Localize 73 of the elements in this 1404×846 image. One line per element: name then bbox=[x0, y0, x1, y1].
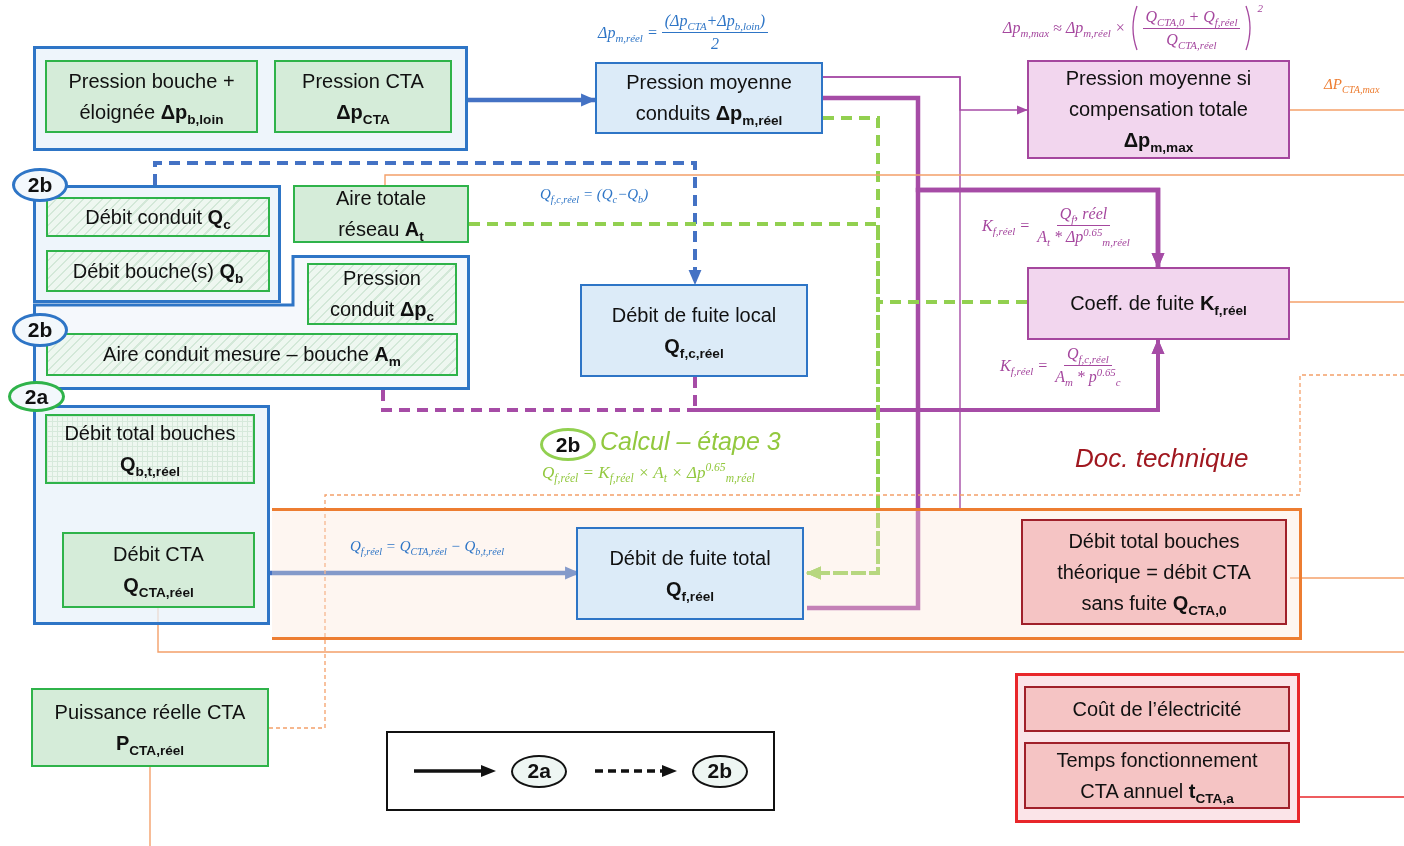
box-label: Débit de fuite total Q$_{f,réel}$ bbox=[608, 545, 772, 605]
box-label: Débit bouche(s) Q$_{b}$ bbox=[72, 258, 244, 287]
measured-input-box bbox=[46, 250, 270, 292]
box-label: Débit total bouches Q$_{b,t,réel}$ bbox=[63, 421, 237, 480]
input-box bbox=[45, 60, 258, 133]
measured-input-box bbox=[46, 197, 270, 237]
data-box bbox=[1024, 686, 1290, 732]
formula-numerator: Q$_{f,c,réel}$ bbox=[1064, 345, 1112, 366]
box-label: Coût de l’électricité bbox=[1072, 696, 1242, 722]
calculation-box bbox=[595, 62, 823, 134]
arrow bbox=[153, 161, 702, 286]
formula-text: Δp$_{m,max}$ ≈ Δp$_{m,réel}$ × bbox=[1003, 19, 1126, 37]
arrow bbox=[693, 338, 1165, 412]
arrow bbox=[468, 93, 597, 107]
step-badge: 2b bbox=[540, 428, 596, 461]
connector-line bbox=[822, 76, 961, 509]
connector-line bbox=[1289, 301, 1404, 303]
formula-text: Δp$_{m,réel}$ = bbox=[598, 23, 658, 42]
note-text: Doc. technique bbox=[1075, 443, 1249, 474]
step-badge: 2a bbox=[8, 381, 65, 412]
formula-denominator: Q$_{CTA,réel}$ bbox=[1165, 29, 1218, 49]
box-label: Débit de fuite local Q$_{f,c,réel}$ bbox=[610, 302, 778, 362]
result-box bbox=[1027, 60, 1290, 159]
arrow bbox=[807, 187, 1165, 611]
box-label: Pression conduit Δp$_{c}$ bbox=[328, 266, 436, 325]
calculation-box bbox=[580, 284, 808, 377]
box-label: Pression moyenne conduits Δp$_{m,réel}$ bbox=[625, 70, 793, 129]
input-box bbox=[31, 688, 269, 767]
connector-line bbox=[384, 174, 1404, 186]
connector-line bbox=[1289, 109, 1404, 111]
formula-exponent: 2 bbox=[1257, 2, 1263, 14]
edge-label: ΔP$_{CTA,max}$ bbox=[1322, 76, 1382, 93]
input-box bbox=[274, 60, 452, 133]
box-label: Aire totale réseau A$_{t}$ bbox=[334, 186, 428, 245]
box-label: Aire conduit mesure – bouche A$_{m}$ bbox=[103, 342, 401, 370]
box-label: Pression CTA Δp$_{CTA}$ bbox=[301, 68, 425, 128]
input-box bbox=[293, 185, 469, 243]
box-label: Puissance réelle CTA P$_{CTA,réel}$ bbox=[53, 699, 247, 759]
edge-label: Q$_{f,réel}$ = Q$_{CTA,réel}$ − Q$_{b,t,réel}$ bbox=[349, 538, 506, 555]
input-box bbox=[62, 532, 255, 608]
step-badge: 2b bbox=[12, 313, 68, 347]
box-label: Temps fonctionnement CTA annuel t$_{CTA,a}$ bbox=[1055, 747, 1259, 807]
measured-input-box bbox=[307, 263, 457, 325]
data-box bbox=[1024, 742, 1290, 809]
box-label: Pression bouche + éloignée Δp$_{b,loin}$ bbox=[67, 68, 236, 128]
arrow bbox=[805, 300, 1027, 580]
data-box bbox=[1021, 519, 1287, 625]
formula-text: K$_{f,réel}$ = bbox=[1000, 356, 1049, 375]
step-heading: Calcul – étape 3 bbox=[600, 427, 781, 456]
formula-numerator: Q$_{f}$, réel bbox=[1056, 205, 1111, 226]
box-label: Débit CTA Q$_{CTA,réel}$ bbox=[112, 542, 205, 601]
connector-line bbox=[1289, 577, 1404, 579]
connector-line bbox=[149, 766, 151, 846]
group-box bbox=[1015, 673, 1300, 823]
connector-line bbox=[268, 374, 1404, 729]
legend-label: 2b bbox=[691, 754, 748, 788]
calculation-box bbox=[576, 527, 804, 620]
box-label: Débit total bouches théorique = débit CTA sans fuite Q$_{CTA,0}$ bbox=[1056, 528, 1252, 619]
formula-text: K$_{f,réel}$ = bbox=[982, 216, 1031, 235]
connector-line bbox=[1299, 796, 1404, 798]
box-label: Coeff. de fuite K$_{f,réel}$ bbox=[1070, 291, 1247, 319]
box-label: Débit conduit Q$_{c}$ bbox=[85, 204, 231, 233]
formula-numerator: Q$_{CTA,0}$ + Q$_{f,réel}$ bbox=[1142, 7, 1241, 29]
input-box bbox=[45, 414, 255, 484]
group-box bbox=[33, 46, 468, 151]
edge-label: Q$_{f,c,réel}$ = (Q$_{c}$−Q$_{b}$) bbox=[538, 186, 651, 203]
formula-numerator: (Δp$_{CTA}$+Δp$_{b,loin}$) bbox=[661, 12, 769, 33]
legend-label: 2a bbox=[511, 754, 568, 788]
result-box bbox=[1027, 267, 1290, 340]
formula-denominator: 2 bbox=[709, 34, 720, 53]
step-badge: 2b bbox=[12, 168, 68, 202]
highlight-band bbox=[272, 508, 1302, 640]
box-label: Pression moyenne si compensation totale Δp$_{m,max}$ bbox=[1064, 66, 1253, 156]
